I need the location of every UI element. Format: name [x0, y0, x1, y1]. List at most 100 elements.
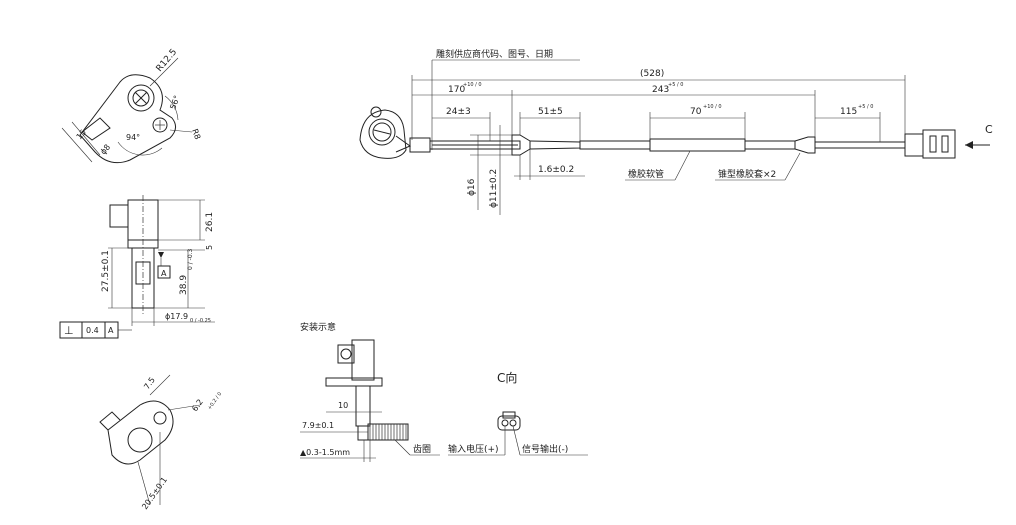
dim-115: 115: [840, 107, 857, 117]
tol-symbol: ⊥: [64, 324, 74, 337]
hole-cross: [134, 91, 148, 105]
rubber-hose: [649, 138, 746, 152]
dim-20-5: 20.5±0.1: [140, 475, 169, 511]
c-view: C向 输入电压(+) 信号输出(-): [448, 370, 588, 456]
dim-7-5: 7.5: [142, 376, 157, 392]
dim-line: [61, 127, 93, 163]
cap-body: [109, 204, 129, 228]
cable-seg2: [579, 140, 651, 150]
bracket-lug: [370, 106, 382, 118]
head-hole: [368, 118, 396, 146]
dim-243-tol: +5 / 0: [668, 82, 683, 88]
dim-arc-56: [164, 95, 179, 121]
label-input: 输入电压(+): [448, 443, 499, 455]
dim-gap: ▲0.3-1.5mm: [300, 448, 350, 457]
tol-datum: A: [108, 326, 114, 335]
install-tip: [357, 425, 369, 441]
dim-24: 24±3: [446, 107, 471, 117]
dim-27-5: 27.5±0.1: [101, 250, 111, 292]
connector-pin: [929, 135, 937, 153]
install-title: 安装示意: [300, 321, 336, 333]
probe-body: [409, 137, 431, 153]
dim-total: (528): [640, 69, 664, 79]
install-cap-hole: [340, 348, 352, 360]
dim-5: 5: [205, 245, 214, 250]
label-leader: [512, 425, 521, 456]
gear-teeth: [369, 424, 407, 440]
main-view: C 雕刻供应商代码、图号、日期 (528) 170 +10 / 0 243 +5…: [359, 48, 993, 215]
dim-10: 10: [338, 401, 348, 410]
dim-7-9: 7.9±0.1: [302, 421, 334, 430]
label-signal: 信号输出(-): [522, 443, 568, 455]
connector-body: [904, 133, 924, 157]
dim-line: [137, 461, 151, 506]
mount-hole-inner: [132, 89, 150, 107]
dim-6-2: 6.2: [190, 398, 205, 414]
dim-17-9: ϕ17.9: [165, 312, 188, 321]
cable-seg1: [529, 140, 581, 150]
dim-6-2-tol: +0.2 / 0: [207, 391, 223, 411]
dim-170-tol: +10 / 0: [463, 82, 482, 88]
top-left-view: R12.5 56° 94° R8 ϕ8 15: [61, 47, 202, 164]
head-nose: [395, 135, 412, 153]
dim-70-tol: +10 / 0: [703, 104, 722, 110]
sensor-stub: [81, 117, 111, 141]
install-flange: [325, 377, 383, 387]
sensor-head: [359, 109, 407, 159]
dim-phi16: ϕ16: [467, 178, 477, 196]
view-arrow-head: [965, 141, 973, 149]
dim-line: [71, 121, 101, 156]
head-hole-inner: [372, 122, 392, 142]
datum-box: [157, 265, 171, 279]
sensor-tab: [99, 411, 121, 431]
side-view: 26.1 5 38.9 0 / -0.3 27.5±0.1 A ϕ17.9 0 …: [59, 195, 215, 339]
label-cone-sleeve: 锥型橡胶套×2: [718, 168, 776, 180]
dim-243: 243: [652, 85, 669, 95]
dim-line: [149, 374, 171, 396]
label-leader: [784, 152, 801, 181]
install-cap: [337, 344, 355, 364]
dim-leader: [149, 57, 179, 87]
probe-sleeve: [429, 140, 521, 150]
install-head: [351, 339, 375, 381]
dim-line: [167, 404, 201, 411]
dim-115-tol: +5 / 0: [858, 104, 873, 110]
datum-triangle: [158, 252, 164, 258]
tol-value: 0.4: [86, 326, 99, 335]
dim-38-9-tol: 0 / -0.3: [187, 248, 194, 270]
dim-26-1: 26.1: [205, 212, 215, 232]
connector-pin: [941, 135, 949, 153]
dim-1-6: 1.6±0.2: [538, 165, 574, 175]
screw-slot: [373, 129, 391, 135]
dim-51: 51±5: [538, 107, 563, 117]
connector-latch: [502, 411, 516, 419]
label-leader: [394, 439, 411, 456]
pin-minus: [509, 419, 517, 427]
note-engraving: 雕刻供应商代码、图号、日期: [436, 48, 553, 60]
dim-leader: [169, 129, 193, 133]
sensor-hole: [127, 427, 153, 453]
c-view-title: C向: [497, 370, 517, 385]
dim-r8: R8: [190, 128, 202, 141]
dim-15: 15: [75, 128, 88, 142]
dim-38-9: 38.9: [179, 275, 189, 295]
dim-70: 70: [690, 107, 702, 117]
tol-frame: [59, 321, 119, 339]
dim-arc-94: [117, 141, 163, 156]
connector-face: [497, 415, 521, 431]
pin-hole: [153, 411, 167, 425]
dim-angle-56: 56°: [168, 94, 181, 110]
view-arrow-label: C: [985, 123, 993, 136]
dim-phi11: ϕ11±0.2: [489, 169, 499, 208]
cable-seg3: [744, 140, 796, 150]
grommet-right: [794, 136, 816, 154]
bottom-left-view: 7.5 6.2 +0.2 / 0 20.5±0.1: [99, 374, 223, 511]
dim-170: 170: [448, 85, 465, 95]
dim-angle-94: 94°: [126, 133, 140, 142]
install-shank: [355, 385, 371, 427]
pin-plus: [501, 419, 509, 427]
mount-hole: [127, 84, 155, 112]
label-leader: [674, 150, 691, 181]
label-gear-ring: 齿圈: [413, 444, 431, 455]
